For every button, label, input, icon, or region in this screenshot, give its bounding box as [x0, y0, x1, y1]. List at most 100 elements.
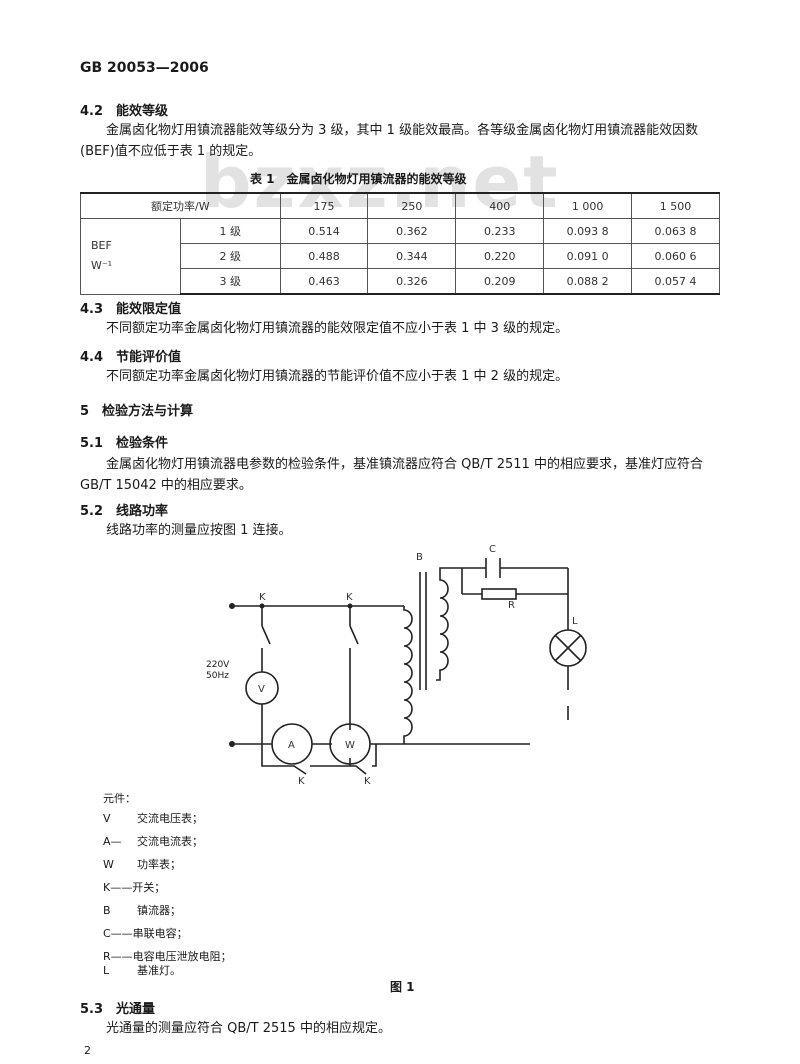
page-number: 2 [84, 1044, 91, 1057]
table-1-caption: 表 1 金属卤化物灯用镇流器的能效等级 [250, 172, 467, 186]
figure-caption: 图 1 [390, 980, 415, 994]
legend-item: V 交流电压表； [103, 810, 203, 826]
label-c: C [489, 544, 496, 555]
bef-cell: 0.093 8 [543, 218, 633, 244]
legend-desc: 功率表； [137, 858, 181, 871]
ballast-coil-secondary [436, 572, 449, 681]
label-k1: K [259, 592, 266, 603]
section-5-2-text: 线路功率的测量应按图 1 连接。 [106, 523, 292, 538]
page-header: GB 20053—2006 [80, 60, 209, 76]
power-value: 1 000 [543, 192, 633, 219]
table-row: BEF W⁻¹ 1 级 0.514 0.362 0.233 0.093 8 0.… [80, 218, 720, 295]
grade-label: 1 级 [179, 218, 281, 244]
section-5-3-title: 5.3 光通量 [80, 1002, 156, 1017]
legend-key: W [103, 858, 114, 871]
legend-key: R——电容电压泄放电阻； [103, 950, 232, 963]
label-k3: K [298, 776, 305, 787]
wire-middle-branch [349, 606, 359, 730]
section-4-2-text: 金属卤化物灯用镇流器能效等级分为 3 级，其中 1 级能效最高。各等级金属卤化物… [80, 123, 699, 159]
bef-label-line-2: W⁻¹ [91, 259, 113, 273]
legend-item: C——串联电容； [103, 925, 188, 941]
ammeter-a [271, 723, 313, 765]
terminal-bottom [229, 741, 235, 747]
section-4-3-text: 不同额定功率金属卤化物灯用镇流器的能效限定值不应小于表 1 中 3 级的规定。 [106, 321, 569, 336]
efficiency-grade-table: 额定功率/W 175 250 400 1 000 1 500 BEF W⁻¹ 1… [80, 192, 720, 295]
legend-key: B [103, 904, 111, 917]
legend-item: W 功率表； [103, 856, 181, 872]
legend-key: L [103, 964, 110, 977]
ballast-coil-primary [403, 606, 413, 744]
legend-key: A— [103, 835, 122, 848]
legend-key: V [103, 812, 111, 825]
section-4-4-text: 不同额定功率金属卤化物灯用镇流器的节能评价值不应小于表 1 中 2 级的规定。 [106, 369, 569, 384]
label-k4: K [364, 776, 371, 787]
label-a: A [288, 740, 295, 751]
power-value: 1 500 [631, 192, 720, 219]
voltmeter-v [245, 671, 279, 705]
section-5-3-text: 光通量的测量应符合 QB/T 2515 中的相应规定。 [106, 1021, 391, 1036]
label-w: W [345, 740, 355, 751]
section-4-3-title: 4.3 能效限定值 [80, 302, 182, 317]
power-value: 250 [367, 192, 457, 219]
section-4-4-title: 4.4 节能评价值 [80, 350, 182, 365]
terminal-top [229, 603, 235, 609]
power-value: 400 [455, 192, 545, 219]
bef-cell: 0.060 6 [631, 243, 720, 269]
legend-item: B 镇流器； [103, 902, 181, 918]
transformer-core [419, 572, 427, 690]
node [259, 603, 265, 609]
legend-desc: 交流电压表； [137, 812, 203, 825]
power-header: 额定功率/W [80, 192, 281, 219]
section-5-1-text: 金属卤化物灯用镇流器电参数的检验条件，基准镇流器应符合 QB/T 2511 中的… [80, 457, 703, 493]
bef-cell: 0.344 [367, 243, 457, 269]
circuit-diagram: K K B C R L V A W K K [229, 544, 587, 787]
wire-left-branch [261, 606, 271, 744]
bef-cell: 0.088 2 [543, 268, 633, 295]
bef-cell: 0.326 [367, 268, 457, 295]
grade-label: 2 级 [179, 243, 281, 269]
legend-key: K——开关； [103, 881, 166, 894]
bef-cell: 0.233 [455, 218, 545, 244]
grade-label: 3 级 [179, 268, 281, 295]
bef-cell: 0.209 [455, 268, 545, 295]
bef-cell: 0.057 4 [631, 268, 720, 295]
label-k2: K [346, 592, 353, 603]
table-row: 2 级 0.488 0.344 0.220 0.091 0 0.060 6 [81, 243, 720, 269]
table-row: 额定功率/W 175 250 400 1 000 1 500 [80, 192, 720, 219]
capacitor-c [485, 558, 501, 578]
lamp-cross [554, 634, 582, 662]
section-5-1-title: 5.1 检验条件 [80, 436, 169, 451]
label-l: L [572, 616, 578, 627]
legend-item: K——开关； [103, 879, 165, 895]
section-5-title: 5 检验方法与计算 [80, 404, 194, 419]
label-v: V [258, 684, 265, 695]
bef-cell: 0.091 0 [543, 243, 633, 269]
bef-cell: 0.463 [279, 268, 369, 295]
label-r: R [508, 600, 515, 611]
bef-cell: 0.220 [455, 243, 545, 269]
node [347, 603, 353, 609]
bef-cell: 0.362 [367, 218, 457, 244]
wire-lower-switches [261, 744, 377, 775]
wire-output [439, 567, 569, 630]
legend-desc: 交流电流表； [137, 835, 203, 848]
section-5-2-title: 5.2 线路功率 [80, 504, 169, 519]
legend-item: L 基准灯。 [103, 962, 181, 978]
legend-item: R——电容电压泄放电阻； [103, 948, 232, 964]
legend-item: A— 交流电流表； [103, 833, 203, 849]
power-value: 175 [279, 192, 369, 219]
bef-cell: 0.514 [279, 218, 369, 244]
section-4-2-title: 4.2 能效等级 [80, 104, 169, 119]
legend-desc: 镇流器； [137, 904, 181, 917]
wattmeter-w [329, 723, 371, 765]
label-b: B [416, 552, 423, 563]
bef-cell: 0.488 [279, 243, 369, 269]
legend-desc: 基准灯。 [137, 964, 181, 977]
legend-title: 元件： [103, 792, 136, 805]
lamp-l [549, 629, 587, 667]
bef-cell: 0.063 8 [631, 218, 720, 244]
supply-label: 220V 50Hz [206, 660, 230, 681]
bef-label-line-1: BEF [91, 239, 112, 253]
legend-key: C——串联电容； [103, 927, 188, 940]
resistor-r [481, 588, 517, 600]
